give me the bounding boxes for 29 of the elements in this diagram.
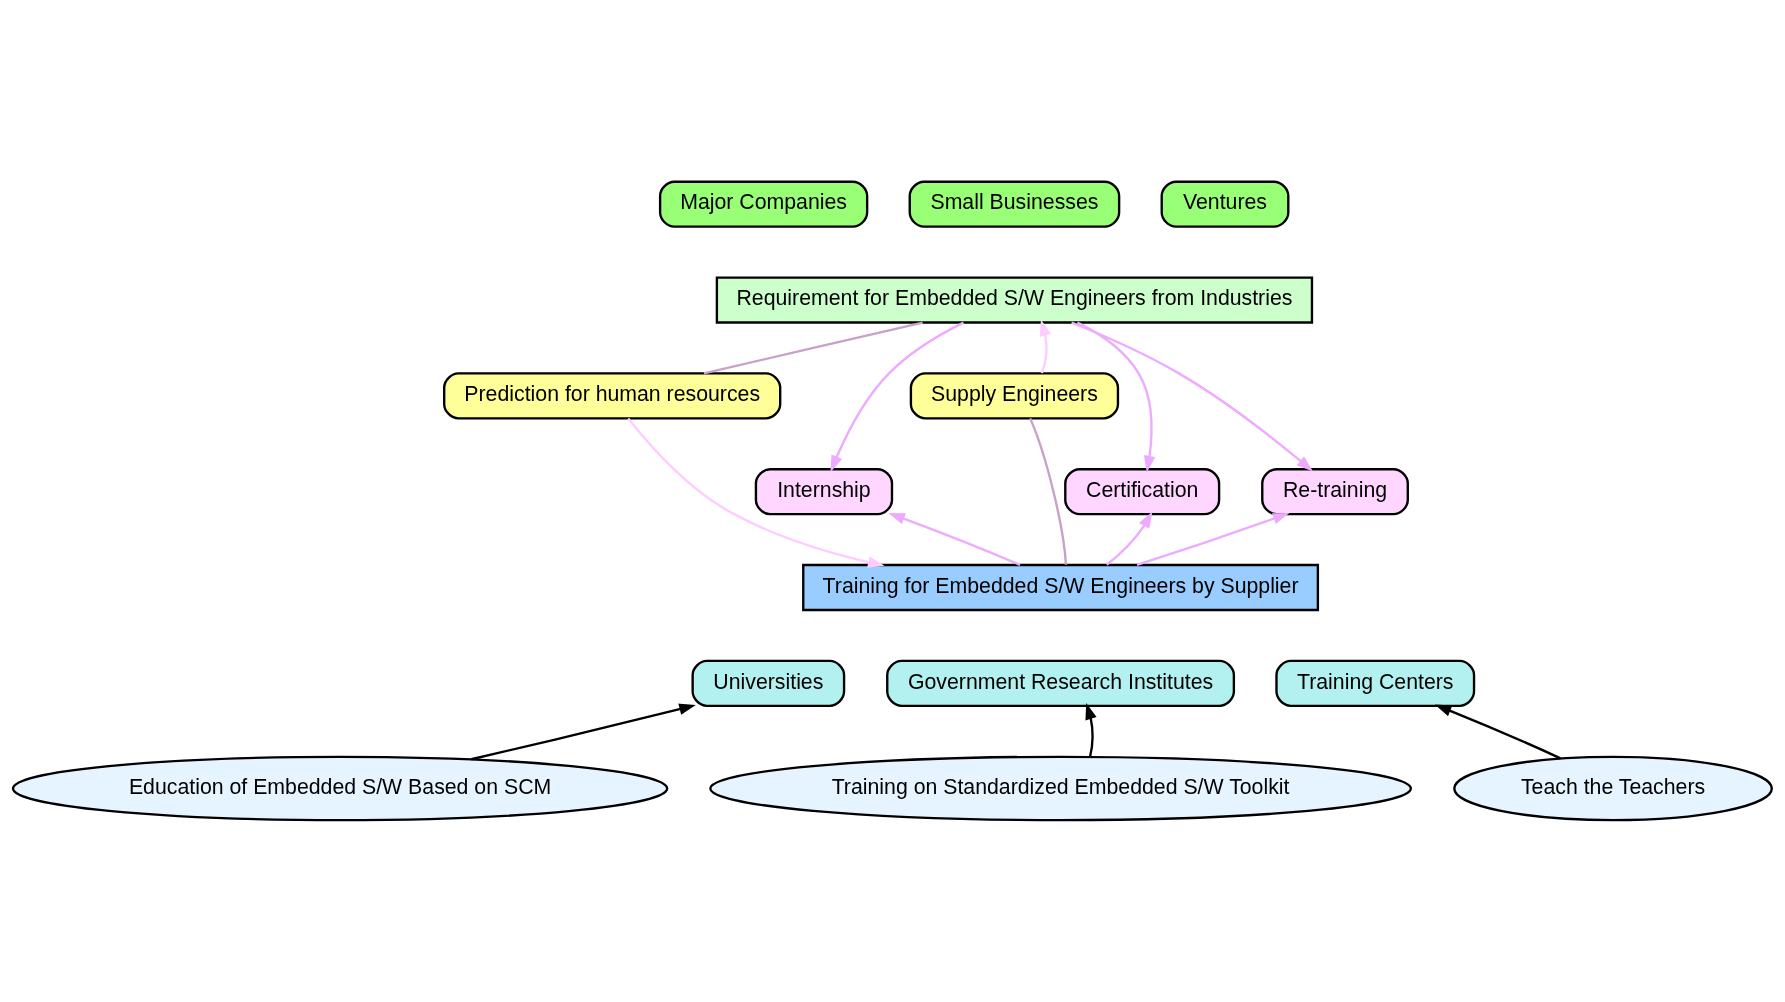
node-box: Training Centers: [1275, 659, 1476, 707]
arrow: [830, 321, 964, 473]
node-box: Ventures: [1160, 180, 1290, 228]
node-box: Prediction for human resources: [443, 372, 782, 420]
connector: [1029, 417, 1068, 565]
node-ellipse: Teach the Teachers: [1453, 755, 1773, 822]
arrow: [1136, 513, 1290, 567]
arrow: [471, 703, 696, 761]
arrow: [627, 417, 885, 568]
node-box: Requirement for Embedded S/W Engineers from Industries: [715, 276, 1314, 324]
node-box: Internship: [754, 468, 894, 516]
node-ellipse: Education of Embedded S/W Based on SCM: [11, 755, 669, 822]
connector: [703, 321, 923, 375]
arrow: [1076, 321, 1156, 473]
arrow: [1434, 704, 1561, 760]
node-box: Certification: [1064, 468, 1221, 516]
node-box: Supply Engineers: [909, 372, 1120, 420]
arrow: [1039, 319, 1051, 374]
arrow: [1106, 511, 1153, 566]
node-ellipse: Training on Standardized Embedded S/W Toolkit: [709, 755, 1412, 822]
arrow: [888, 512, 1021, 567]
node-box: Re-training: [1261, 468, 1409, 516]
node-box: Small Businesses: [908, 180, 1121, 228]
arrow: [1071, 321, 1314, 472]
node-box: Training for Embedded S/W Engineers by Supplier: [802, 563, 1320, 612]
node-box: Government Research Institutes: [886, 659, 1236, 707]
arrow: [1085, 702, 1097, 757]
node-box: Universities: [691, 659, 846, 707]
node-box: Major Companies: [658, 180, 869, 228]
